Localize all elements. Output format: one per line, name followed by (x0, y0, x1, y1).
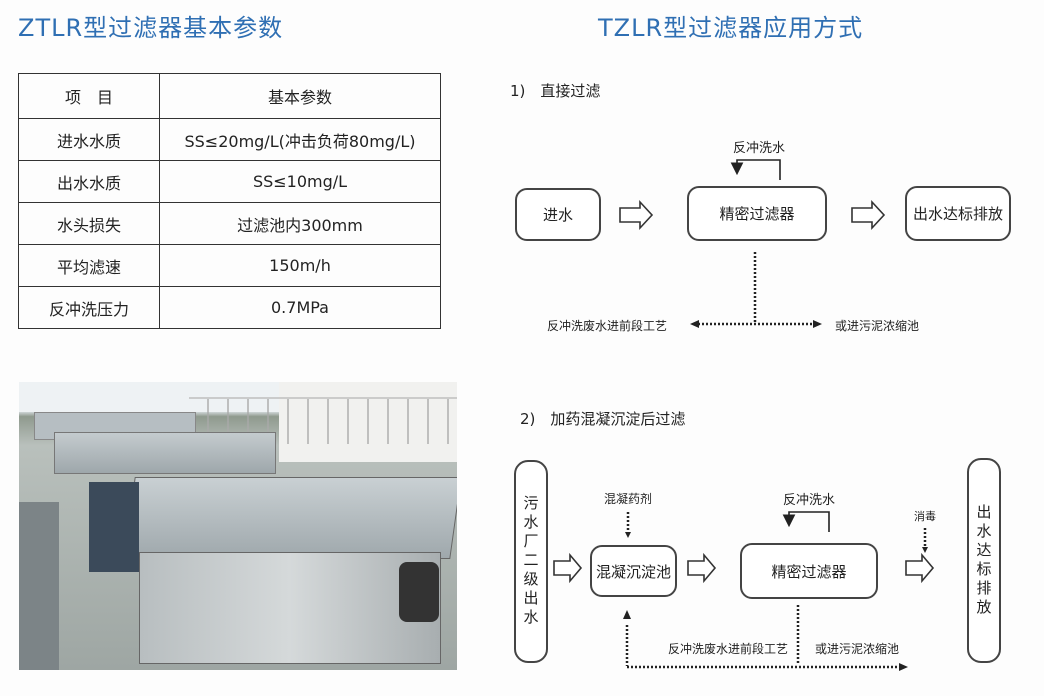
arrow-icon (553, 552, 583, 584)
diagram2-heading: 2) 加药混凝沉淀后过滤 (520, 410, 686, 428)
table-row: 水头损失过滤池内300mm (18, 202, 441, 245)
header-item: 项 目 (18, 73, 160, 119)
outlet-box: 出水达标排放 (967, 458, 1001, 663)
waste-right-label: 或进污泥浓缩池 (835, 319, 920, 333)
row-value: 0.7MPa (159, 286, 441, 329)
inlet-box: 污水厂二级出水 (514, 460, 548, 663)
row-label: 反冲洗压力 (18, 286, 160, 329)
arrow-icon (687, 552, 717, 584)
row-value: SS≤20mg/L(冲击负荷80mg/L) (159, 118, 441, 161)
row-label: 进水水质 (18, 118, 160, 161)
row-value: 过滤池内300mm (159, 202, 441, 245)
row-value: 150m/h (159, 244, 441, 287)
backwash-label: 反冲洗水 (733, 141, 786, 156)
filter-box: 精密过滤器 (687, 186, 827, 241)
backwash-label: 反冲洗水 (783, 493, 836, 508)
filter-photo (19, 382, 457, 670)
row-value: SS≤10mg/L (159, 160, 441, 203)
disinfect-label: 消毒 (914, 510, 936, 523)
waste-left-label: 反冲洗废水进前段工艺 (668, 642, 789, 656)
row-label: 平均滤速 (18, 244, 160, 287)
coag-tank-box: 混凝沉淀池 (590, 545, 677, 597)
arrow-icon (851, 199, 886, 231)
filter-box: 精密过滤器 (740, 543, 878, 599)
arrow-icon (619, 199, 654, 231)
waste-right-label: 或进污泥浓缩池 (815, 642, 900, 656)
table-header-row: 项 目 基本参数 (18, 73, 441, 119)
right-title: TZLR型过滤器应用方式 (598, 14, 864, 42)
left-title: ZTLR型过滤器基本参数 (18, 14, 284, 42)
diagram1-heading: 1) 直接过滤 (510, 82, 601, 100)
arrow-icon (905, 552, 935, 584)
row-label: 水头损失 (18, 202, 160, 245)
coagulant-label: 混凝药剂 (604, 492, 653, 506)
inlet-box: 进水 (515, 188, 601, 241)
outlet-box: 出水达标排放 (905, 186, 1011, 241)
waste-left-label: 反冲洗废水进前段工艺 (547, 319, 668, 333)
